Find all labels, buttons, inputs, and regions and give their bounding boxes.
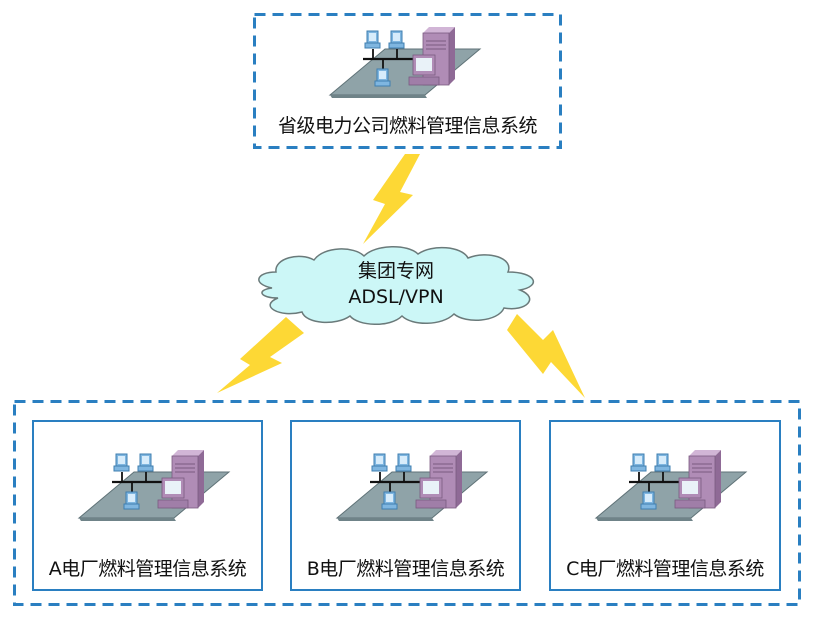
provincial-system-group: 省级电力公司燃料管理信息系统 <box>253 13 562 149</box>
plant-a-system: A电厂燃料管理信息系统 <box>32 420 263 591</box>
lightning-bolt-icon <box>507 314 585 398</box>
dashed-border <box>13 400 801 606</box>
network-label: 集团专网 ADSL/VPN <box>252 258 540 310</box>
dashed-border <box>253 13 562 149</box>
lan-network-icon <box>315 19 485 99</box>
plant-b-system: B电厂燃料管理信息系统 <box>290 420 521 591</box>
network-name: 集团专网 <box>357 260 434 282</box>
plant-b-label: B电厂燃料管理信息系统 <box>306 558 505 580</box>
lan-network-icon <box>322 442 492 522</box>
network-protocol: ADSL/VPN <box>348 286 444 308</box>
plant-c-system: C电厂燃料管理信息系统 <box>549 420 781 591</box>
cloud-icon <box>258 246 535 325</box>
lan-network-icon <box>581 442 751 522</box>
plant-a-label: A电厂燃料管理信息系统 <box>48 558 247 580</box>
power-plants-group <box>13 400 801 606</box>
lan-network-icon <box>64 442 234 522</box>
lightning-bolt-icon <box>363 154 420 244</box>
provincial-system-label: 省级电力公司燃料管理信息系统 <box>277 115 538 137</box>
lightning-bolt-icon <box>217 317 304 393</box>
plant-c-label: C电厂燃料管理信息系统 <box>566 558 764 580</box>
